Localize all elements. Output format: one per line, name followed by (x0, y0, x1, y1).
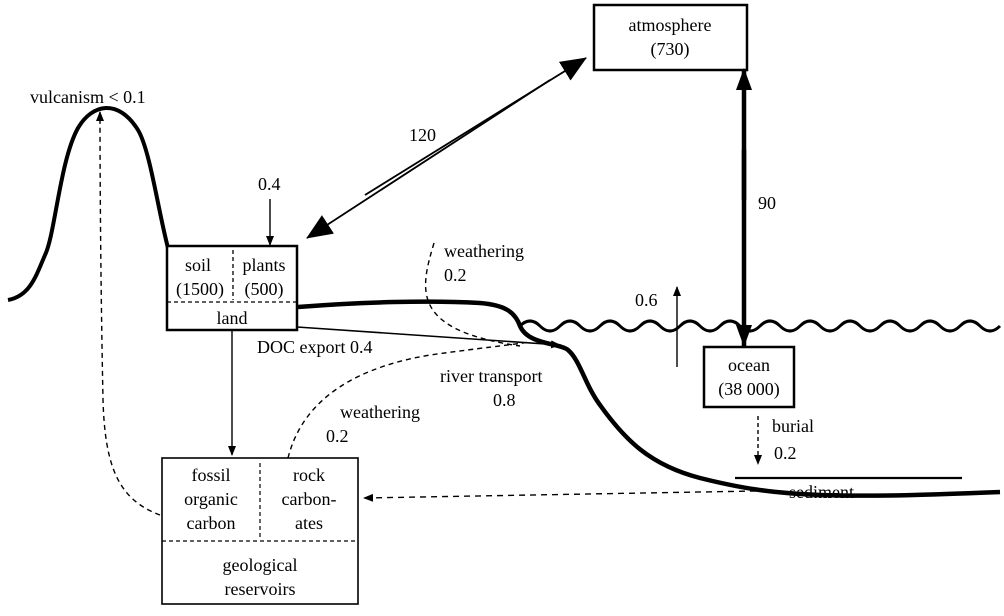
ocean-box (702, 345, 796, 409)
fossil-line2: organic (184, 489, 238, 509)
rock-line3: ates (295, 513, 323, 533)
geological-box (161, 457, 359, 605)
flux-atm-ocean-value: 90 (758, 193, 776, 213)
river-transport-value: 0.8 (493, 390, 516, 410)
plants-value: (500) (245, 279, 284, 300)
sediment-to-geological-arrow (363, 490, 757, 502)
land-surface-line (7, 106, 170, 302)
weathering-top-label: weathering (444, 241, 524, 261)
sediment-label: sediment (789, 482, 854, 502)
soil-value: (1500) (176, 279, 224, 300)
weathering-top-value: 0.2 (444, 265, 467, 285)
burial-label: burial (772, 416, 814, 436)
geological-line1: geological (223, 555, 298, 575)
land-label: land (217, 308, 248, 328)
atmosphere-value: (730) (651, 39, 690, 60)
geological-line2: reservoirs (225, 579, 296, 599)
weathering-bottom-label: weathering (340, 402, 420, 422)
flux-input-plants-value: 0.4 (258, 174, 281, 194)
vulcanism-label: vulcanism < 0.1 (30, 87, 146, 107)
weathering-bottom-value: 0.2 (326, 426, 349, 446)
atmosphere-box (592, 3, 749, 72)
ocean-wave-line (518, 319, 1002, 333)
doc-export-arrow (296, 326, 561, 349)
ocean-name: ocean (728, 355, 770, 375)
fossil-line3: carbon (187, 513, 236, 533)
shore-line (297, 299, 1001, 498)
flux-atm-land-arrow (364, 57, 587, 196)
weathering-top-path (424, 242, 521, 347)
river-transport-label: river transport (440, 366, 542, 386)
rock-line2: carbon- (282, 489, 337, 509)
burial-value: 0.2 (774, 443, 797, 463)
flux-atm-land-value: 120 (409, 125, 436, 145)
flux-land-atm-arrow (306, 79, 551, 239)
fossil-line1: fossil (191, 465, 230, 485)
doc-export-label: DOC export 0.4 (257, 337, 373, 357)
weathering-bottom-path (287, 341, 531, 459)
land-box (165, 244, 299, 332)
plants-name: plants (243, 255, 286, 275)
ocean-value: (38 000) (718, 379, 780, 400)
vulcanism-flux-path (96, 111, 161, 516)
atmosphere-name: atmosphere (629, 15, 712, 35)
soil-name: soil (185, 255, 211, 275)
rock-line1: rock (293, 465, 325, 485)
flux-ocean-up-value: 0.6 (635, 290, 658, 310)
